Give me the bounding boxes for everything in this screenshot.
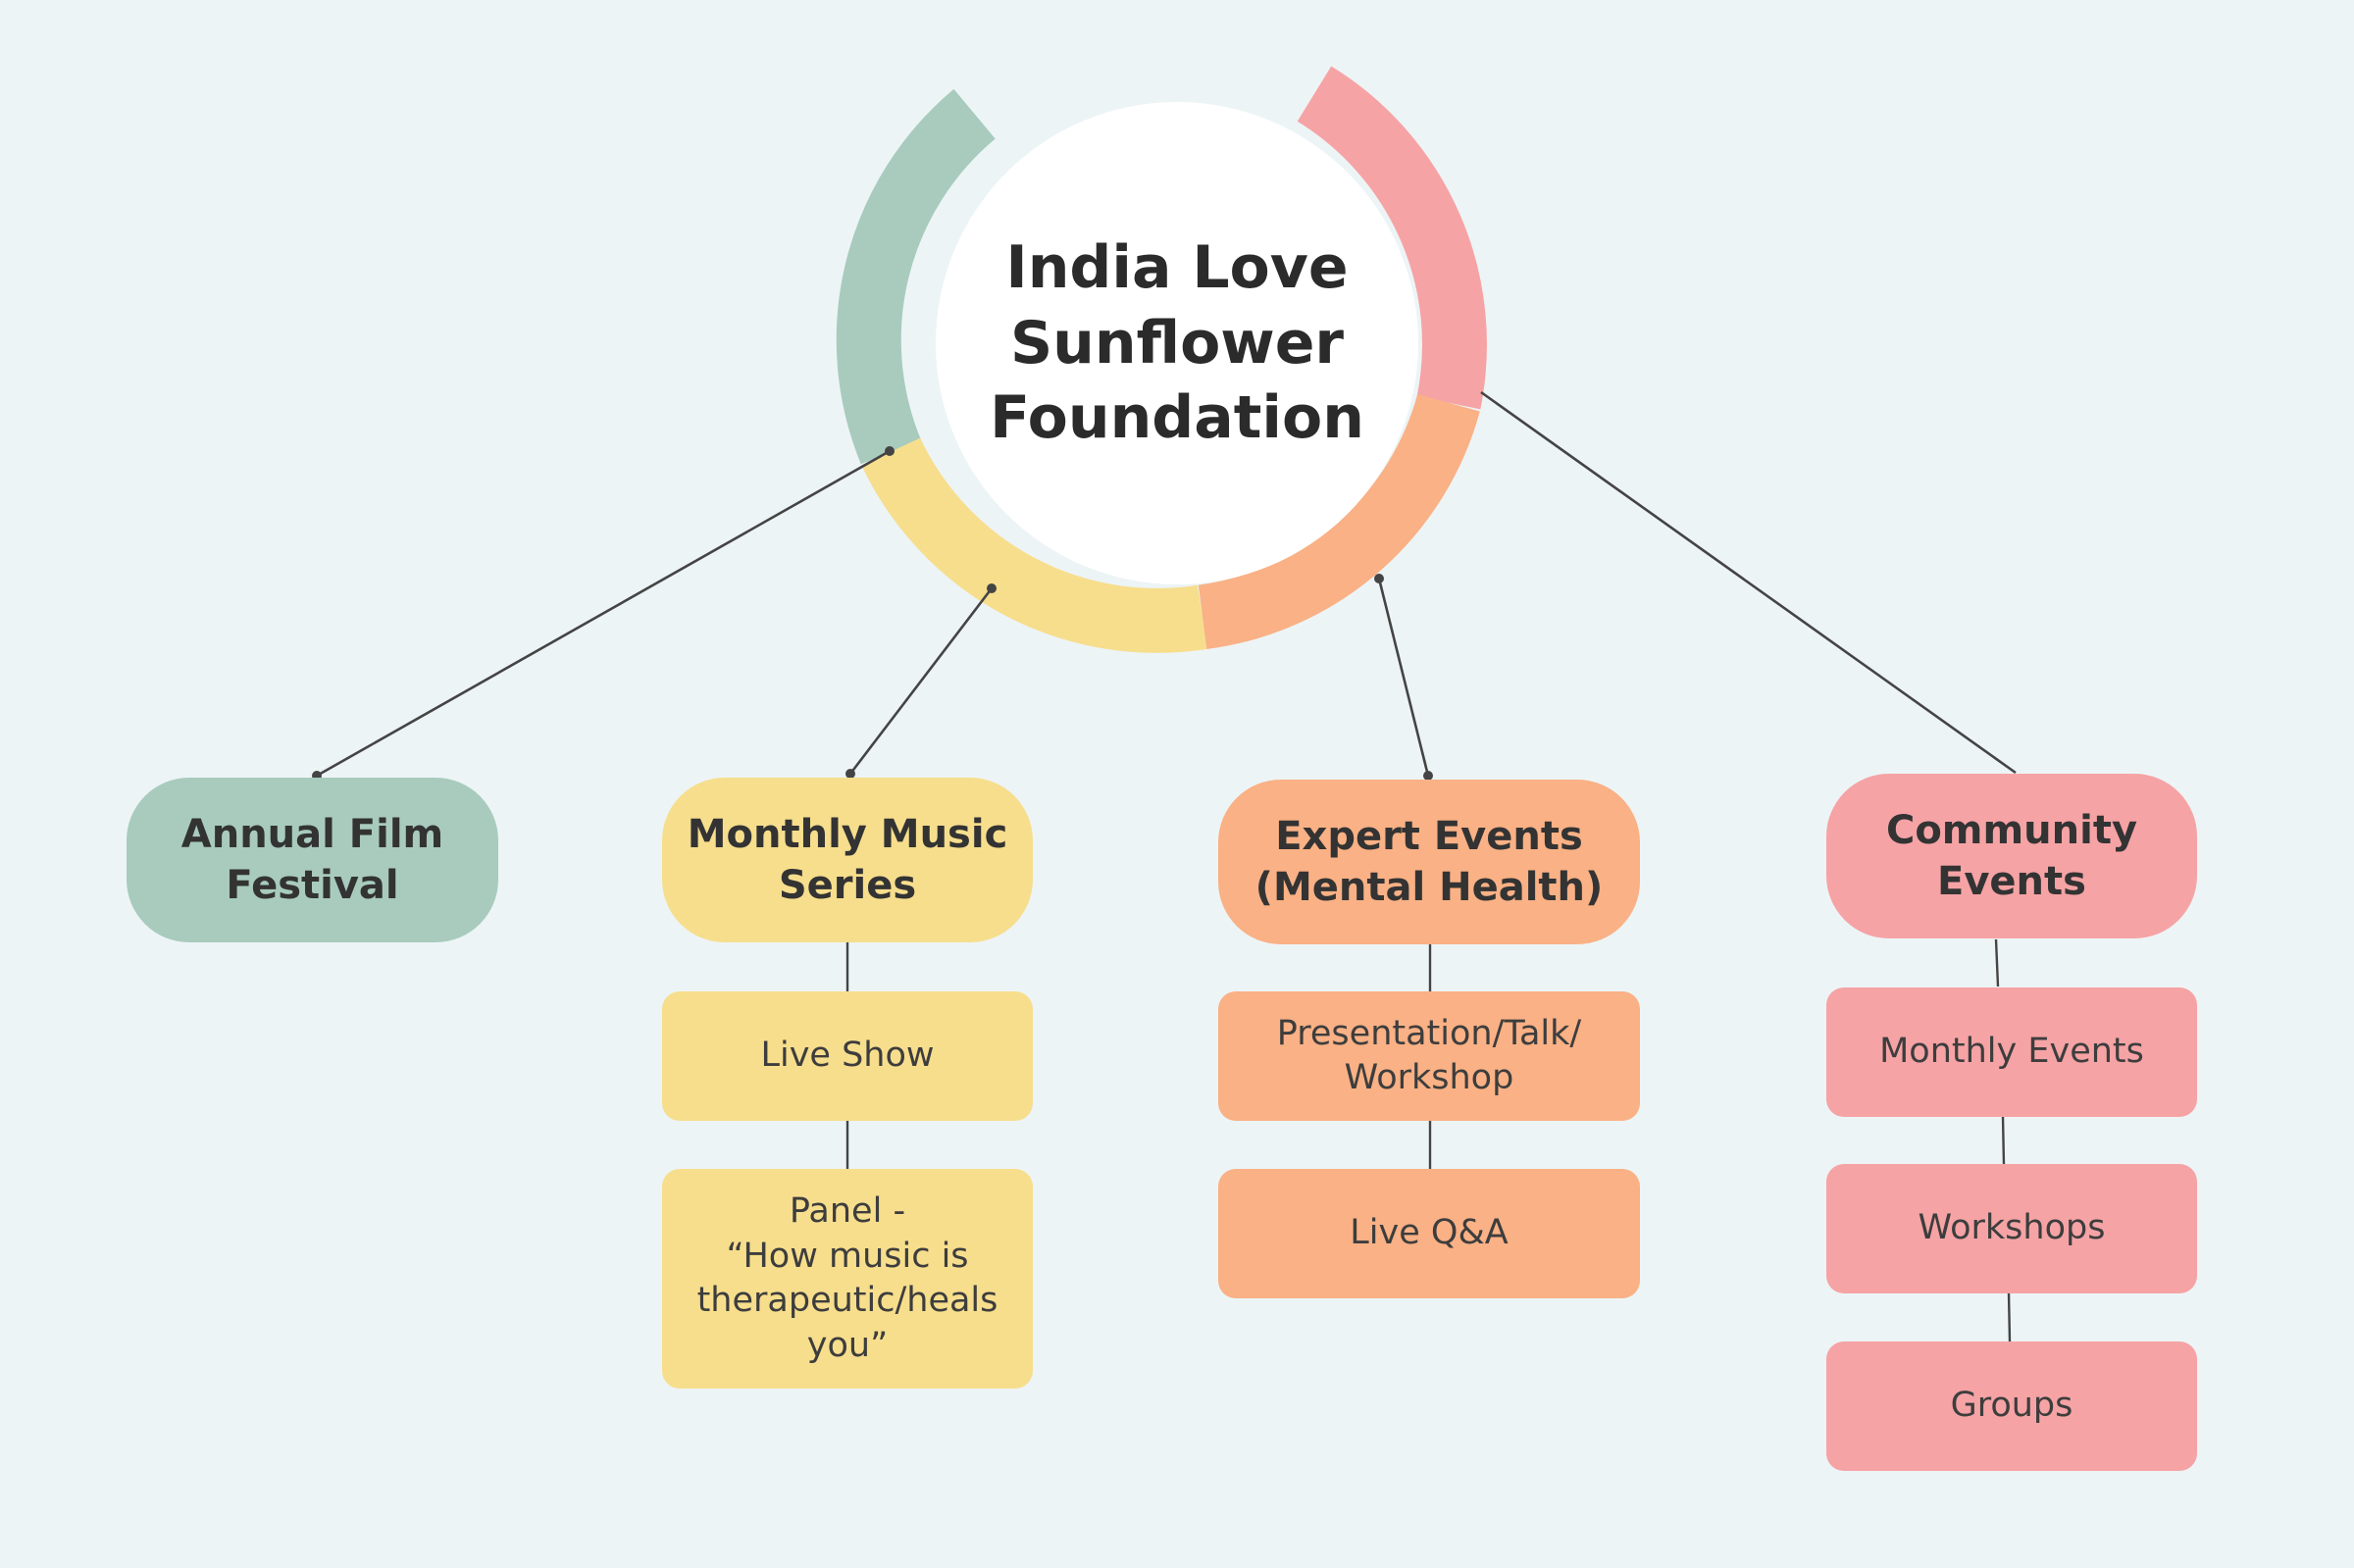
item-label-line: therapeutic/heals <box>696 1281 998 1320</box>
item-workshops[interactable]: Workshops <box>1826 1164 2197 1293</box>
category-label-line: Annual Film <box>180 812 444 857</box>
connector-dot <box>885 446 895 456</box>
category-label-line: Community <box>1885 808 2138 853</box>
item-label-line: Workshops <box>1918 1208 2106 1248</box>
center-title-line: Sunflower <box>1009 308 1345 378</box>
item-presentation-talk-workshop[interactable]: Presentation/Talk/ Workshop <box>1218 991 1640 1121</box>
ring-segment-pink <box>1297 66 1487 410</box>
item-label-line: Groups <box>1950 1386 2073 1426</box>
category-label-line: Monthly Music <box>687 812 1008 857</box>
item-groups[interactable]: Groups <box>1826 1341 2197 1471</box>
item-label-line: Presentation/Talk/ <box>1276 1013 1582 1053</box>
connector-monthly-to-workshops <box>2001 1115 2006 1166</box>
connector-community-to-monthly <box>1994 938 2000 987</box>
category-annual-film-festival[interactable]: Annual Film Festival <box>127 778 498 942</box>
connector-dot <box>845 769 855 779</box>
category-monthly-music-series[interactable]: Monthly Music Series <box>662 778 1033 942</box>
connector-annual-film-festival <box>316 449 891 778</box>
item-label-line: Live Show <box>760 1036 935 1076</box>
item-live-qa[interactable]: Live Q&A <box>1218 1169 1640 1298</box>
category-label-line: Festival <box>226 863 399 908</box>
category-label-line: Series <box>778 863 917 908</box>
center-title-line: Foundation <box>990 383 1364 453</box>
item-label-line: Panel - <box>789 1191 906 1231</box>
item-label-line: Workshop <box>1344 1058 1514 1097</box>
item-monthly-events[interactable]: Monthly Events <box>1826 987 2197 1117</box>
ring-segment-green <box>836 88 997 465</box>
connector-dot <box>1423 771 1433 781</box>
connector-community-events <box>1480 390 2017 775</box>
category-label-line: Expert Events <box>1275 814 1583 859</box>
category-label-line: Events <box>1937 859 2086 904</box>
connector-dot <box>1374 574 1384 583</box>
center-node <box>936 102 1418 584</box>
ring-segment-yellow <box>861 437 1208 653</box>
item-label-line: “How music is <box>726 1236 969 1276</box>
connector-expert-events <box>1377 578 1430 777</box>
item-label-line: Monthly Events <box>1879 1032 2144 1072</box>
item-panel[interactable]: Panel - “How music is therapeutic/heals … <box>662 1169 1033 1389</box>
item-label-line: you” <box>806 1325 889 1365</box>
connector-workshops-to-groups <box>2007 1291 2012 1342</box>
item-label-line: Live Q&A <box>1350 1213 1509 1253</box>
category-label-line: (Mental Health) <box>1254 865 1604 910</box>
connector-dot <box>987 583 997 593</box>
category-expert-events[interactable]: Expert Events (Mental Health) <box>1218 780 1640 944</box>
category-community-events[interactable]: Community Events <box>1826 774 2197 938</box>
connector-monthly-music-series <box>848 587 994 775</box>
item-live-show[interactable]: Live Show <box>662 991 1033 1121</box>
center-title: India Love Sunflower Foundation <box>937 216 1417 471</box>
ring-segment-orange <box>1198 393 1480 650</box>
center-title-line: India Love <box>1005 232 1349 302</box>
